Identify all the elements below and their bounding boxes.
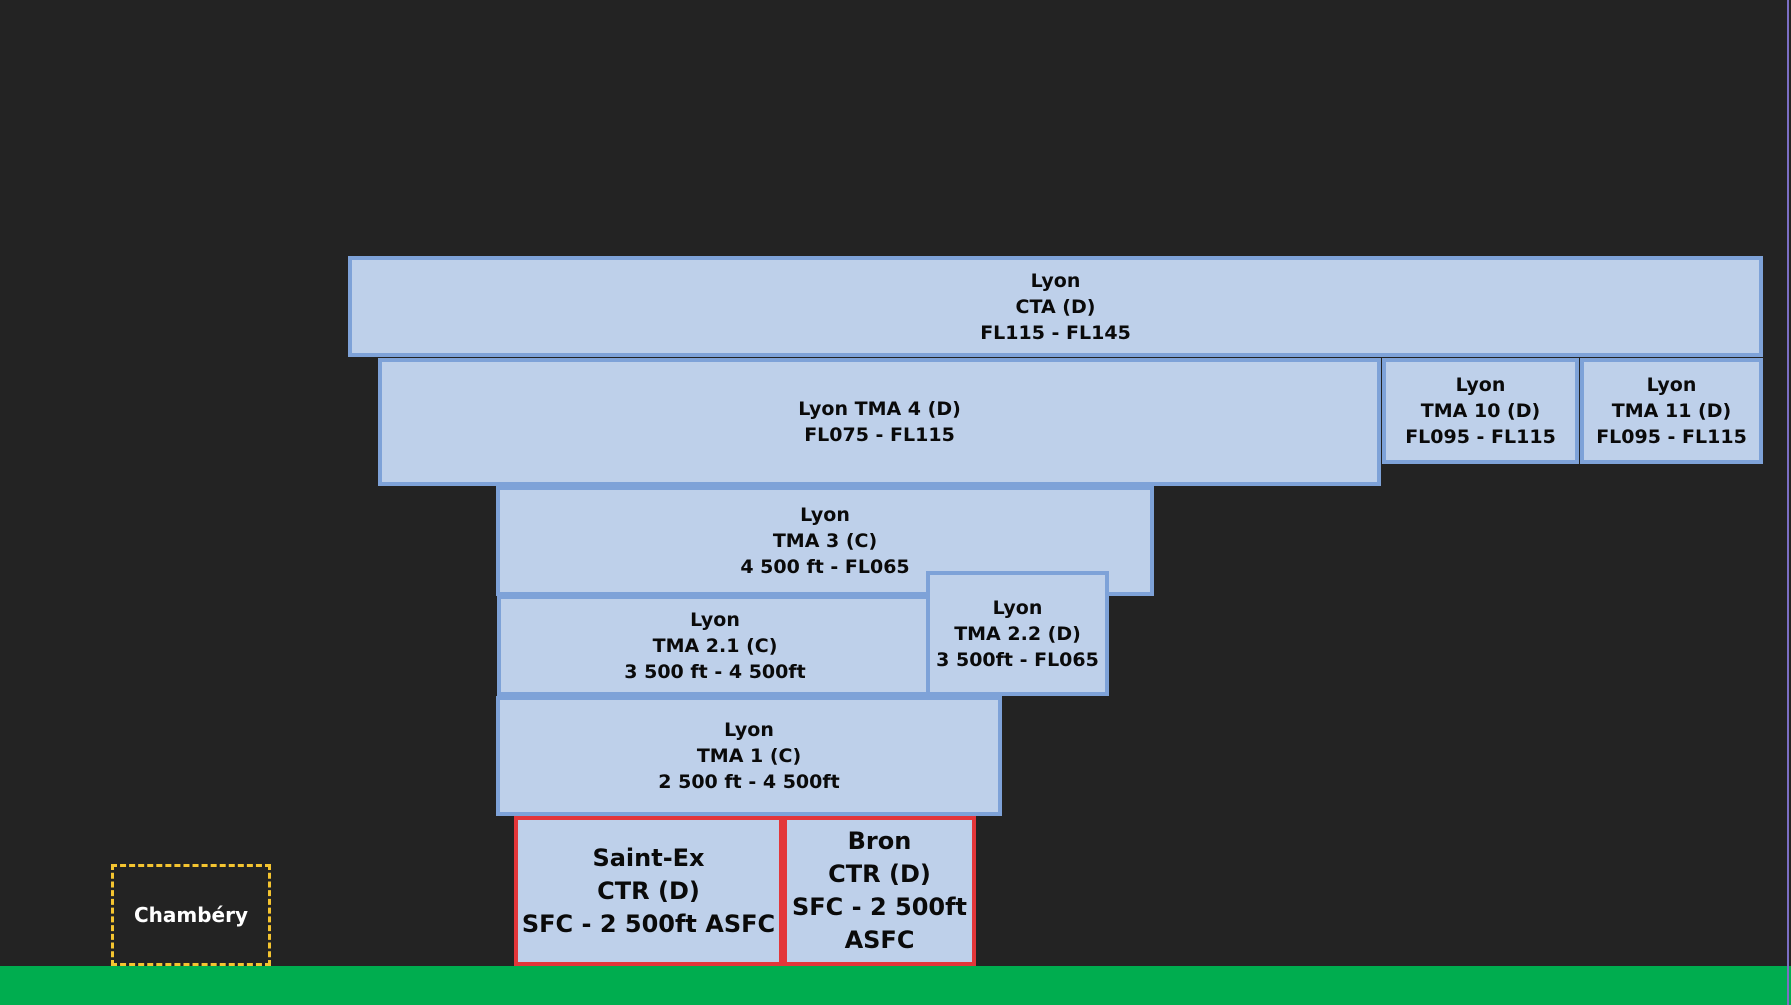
zone-lyon-tma-2-2: Lyon TMA 2.2 (D) 3 500ft - FL065 — [926, 571, 1109, 696]
zone-name: Lyon — [724, 719, 774, 741]
right-edge-line — [1787, 0, 1789, 1005]
zone-levels: FL115 - FL145 — [980, 321, 1131, 344]
ground-surface — [0, 966, 1791, 1005]
zone-name: Lyon — [992, 596, 1043, 619]
zone-lyon-tma-4: Lyon TMA 4 (D) FL075 - FL115 — [378, 358, 1381, 486]
zone-levels: 4 500 ft - FL065 — [740, 556, 910, 578]
zone-designation: TMA 2.1 (C) — [652, 634, 778, 657]
zone-levels: 3 500 ft - 4 500ft — [624, 660, 806, 683]
zone-bron-ctr: Bron CTR (D) SFC - 2 500ft ASFC — [783, 816, 976, 966]
zone-saint-ex-ctr: Saint-Ex CTR (D) SFC - 2 500ft ASFC — [514, 816, 783, 966]
zone-designation: TMA 10 (D) — [1420, 400, 1541, 422]
zone-lyon-tma-10: Lyon TMA 10 (D) FL095 - FL115 — [1382, 358, 1579, 464]
zone-name: Lyon — [800, 504, 850, 526]
zone-name: Lyon — [1646, 374, 1697, 396]
zone-levels: FL095 - FL115 — [1596, 426, 1747, 448]
zone-lyon-tma-11: Lyon TMA 11 (D) FL095 - FL115 — [1580, 358, 1763, 464]
zone-designation: CTR (D) — [828, 860, 931, 888]
zone-name: Bron — [847, 827, 912, 855]
zone-levels: 3 500ft - FL065 — [936, 648, 1099, 671]
zone-name: Lyon — [1455, 374, 1506, 396]
zone-designation: TMA 2.2 (D) — [954, 622, 1081, 645]
aerodrome-name: Chambéry — [133, 903, 249, 927]
zone-lyon-tma-2-1: Lyon TMA 2.1 (C) 3 500 ft - 4 500ft — [497, 595, 933, 696]
zone-designation: TMA 1 (C) — [696, 745, 802, 767]
zone-levels: SFC - 2 500ft ASFC — [791, 893, 968, 954]
zone-levels: 2 500 ft - 4 500ft — [658, 771, 840, 793]
zone-designation: CTA (D) — [1015, 295, 1096, 318]
zone-lyon-tma-1: Lyon TMA 1 (C) 2 500 ft - 4 500ft — [496, 696, 1002, 816]
zone-lyon-tma-3: Lyon TMA 3 (C) 4 500 ft - FL065 — [496, 486, 1154, 596]
zone-lyon-cta: Lyon CTA (D) FL115 - FL145 — [348, 256, 1763, 357]
zone-designation: TMA 11 (D) — [1611, 400, 1732, 422]
zone-levels: SFC - 2 500ft ASFC — [521, 909, 776, 938]
zone-designation: CTR (D) — [597, 876, 700, 905]
zone-name: Lyon — [690, 608, 740, 631]
zone-levels: FL075 - FL115 — [804, 424, 955, 446]
aerodrome-chambery: Chambéry — [111, 864, 271, 966]
zone-designation: TMA 3 (C) — [772, 530, 878, 552]
zone-name: Lyon — [1030, 269, 1081, 292]
zone-name: Saint-Ex — [592, 843, 705, 872]
zone-designation: Lyon TMA 4 (D) — [798, 398, 961, 420]
zone-levels: FL095 - FL115 — [1405, 426, 1556, 448]
